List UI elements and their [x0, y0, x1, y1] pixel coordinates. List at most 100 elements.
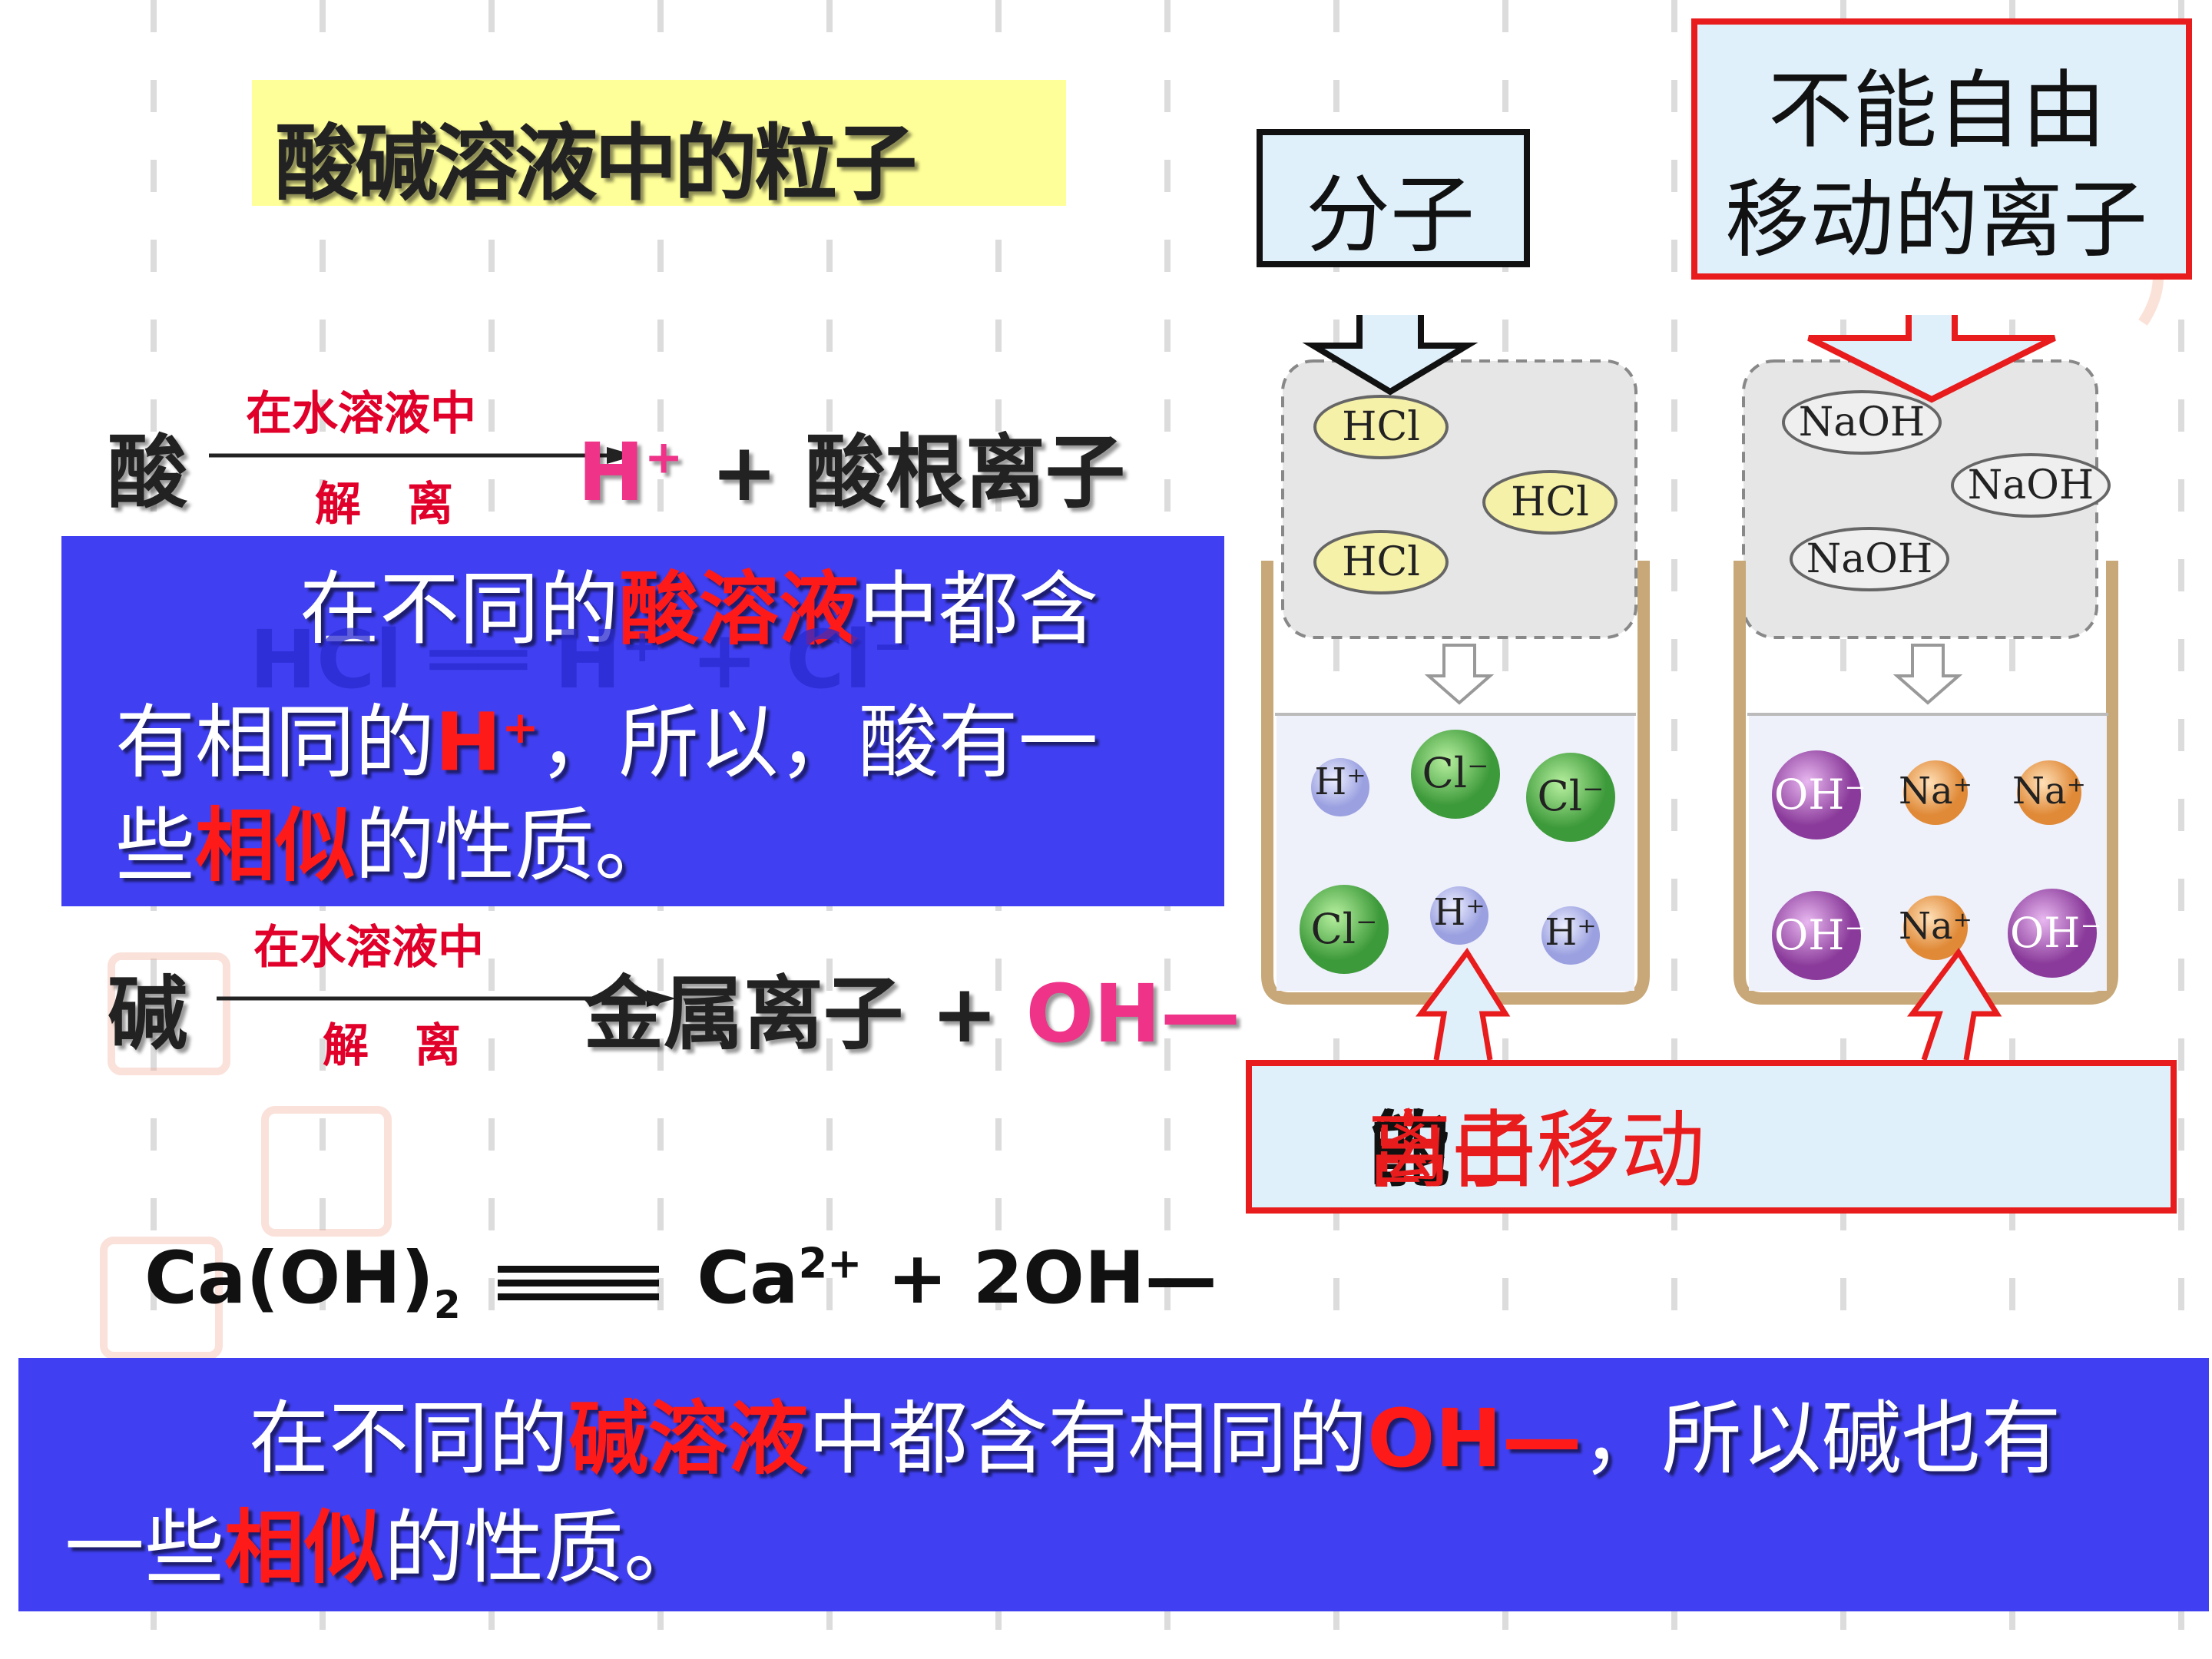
ion-label: Na⁺	[1899, 905, 1972, 948]
not-free-ions-callout: 不能自由 移动的离子	[1691, 18, 2192, 280]
ion-label: Cl⁻	[1422, 749, 1489, 797]
plus-sign: +	[683, 426, 806, 519]
free-ion-arrow-right	[1907, 947, 2002, 1061]
base-explanation-box: 在不同的碱溶液中都含有相同的OH—，所以碱也有 一些相似的性质。	[18, 1358, 2209, 1611]
ion-na	[2017, 760, 2081, 825]
ion-cl	[1411, 730, 1500, 819]
acid-line-2: 有相同的H+，所以，酸有一	[115, 670, 1098, 800]
hydroxide-ion: OH—	[1025, 967, 1241, 1061]
highlight-oh-ion: OH—	[1367, 1392, 1582, 1485]
molecule-callout-text: 分子	[1306, 166, 1475, 264]
acid-line-3: 些相似的性质。	[115, 788, 674, 903]
highlight-ions: 离子	[1367, 1101, 1536, 1200]
ion-oh	[2008, 889, 2097, 978]
highlight-h-charge: +	[502, 701, 539, 753]
ion-oh	[1772, 891, 1861, 980]
text: 在不同的	[249, 1392, 569, 1485]
molecule-naoh: NaOH	[1790, 527, 1949, 591]
ion-label: OH⁻	[2010, 909, 2102, 957]
text: 中都含	[859, 562, 1099, 656]
condition-bottom: 解 离	[315, 478, 453, 531]
ion-label: Na⁺	[1899, 770, 1972, 813]
ion-oh	[1772, 750, 1861, 839]
ion-h	[1541, 906, 1600, 965]
ion-na	[1903, 896, 1968, 960]
molecule-hcl: HCl	[1482, 470, 1618, 535]
ion-h	[1430, 886, 1488, 945]
acid-products: H+ + 酸根离子	[578, 407, 1125, 523]
text: 的性质。	[355, 799, 675, 892]
molecule-hcl: HCl	[1313, 395, 1449, 459]
ion-label: Na⁺	[2012, 770, 2086, 813]
text: ，所以，酸有一	[538, 695, 1098, 790]
condition-bottom: 解 离	[323, 1019, 461, 1073]
molecule-arrow	[1302, 315, 1479, 396]
condition-top: 在水溶液中	[246, 387, 476, 441]
base-line-2: 一些相似的性质。	[65, 1490, 704, 1605]
slide-title-banner: 酸碱溶液中的粒子	[252, 80, 1066, 212]
free-ions-callout: 能自由移动的离子	[1246, 1060, 2177, 1214]
calcium-hydroxide-equation: Ca(OH)2 Ca2+ + 2OH—	[144, 1237, 1217, 1327]
highlight-acid-solution: 酸溶液	[619, 562, 859, 656]
plus-sign: +	[903, 967, 1026, 1061]
highlight-similar: 相似	[195, 799, 356, 892]
acid-ionization-equation: 酸 在水溶液中 解 离 H+ + 酸根离子	[108, 376, 1260, 531]
not-free-ions-line-1: 不能自由	[1768, 61, 2106, 160]
not-free-ions-line-2: 移动的离子	[1725, 171, 2147, 269]
text: 的性质。	[384, 1501, 704, 1594]
acid-explanation-box: 在不同的酸溶液中都含 有相同的H+，所以，酸有一 些相似的性质。 HCl ══ …	[61, 536, 1224, 906]
calcium-ion: Ca	[697, 1237, 799, 1320]
hydrogen-ion-charge: +	[644, 430, 684, 485]
hydrogen-ion: H	[578, 426, 645, 519]
ion-cl	[1526, 753, 1615, 842]
ion-label: Cl⁻	[1310, 905, 1378, 953]
base-products: 金属离子 + OH—	[584, 949, 1240, 1065]
ion-cl	[1300, 885, 1389, 974]
ion-na	[1903, 760, 1968, 825]
not-free-ion-arrow	[1807, 315, 2056, 403]
text: 的	[1367, 1101, 1452, 1200]
text: 能	[1367, 1101, 1452, 1200]
metal-ion: 金属离子	[584, 967, 904, 1061]
text: 有相同的	[115, 695, 435, 790]
ion-label: H⁺	[1545, 911, 1597, 954]
ion-label: Cl⁻	[1537, 772, 1604, 820]
decorative-seal	[261, 1106, 392, 1237]
highlight-base-solution: 碱溶液	[568, 1392, 809, 1485]
molecule-callout: 分子	[1257, 129, 1530, 267]
hcl-equation-behind: HCl ══ H⁺ + Cl⁻	[250, 613, 915, 707]
decorative-seal	[100, 1237, 223, 1359]
acid-label: 酸	[108, 426, 188, 519]
reaction-arrow	[217, 990, 676, 1007]
reaction-arrow	[209, 447, 636, 464]
base-label: 碱	[108, 967, 188, 1061]
free-ion-arrow-left	[1416, 947, 1511, 1061]
equals-sign	[498, 1266, 660, 1301]
molecule-hcl: HCl	[1313, 530, 1449, 594]
ion-label: H⁺	[1433, 891, 1485, 934]
ion-label: OH⁻	[1774, 911, 1866, 959]
ion-h	[1311, 758, 1369, 816]
ion-label: OH⁻	[1774, 770, 1866, 819]
formula-rhs: + 2OH—	[862, 1237, 1217, 1320]
base-line-1: 在不同的碱溶液中都含有相同的OH—，所以碱也有	[249, 1381, 2061, 1496]
base-ionization-equation: 碱 在水溶液中 解 离 金属离子 + OH—	[108, 910, 1240, 1073]
condition-top: 在水溶液中	[253, 921, 484, 975]
text: 在不同的	[300, 562, 620, 656]
text: ，所以碱也有	[1581, 1392, 2061, 1485]
text: 些	[115, 799, 196, 892]
text: 一些	[65, 1501, 225, 1594]
acid-line-1: 在不同的酸溶液中都含	[300, 551, 1098, 667]
highlight-similar: 相似	[224, 1501, 385, 1594]
formula-lhs: Ca(OH)	[144, 1237, 434, 1320]
acid-radical-ion: 酸根离子	[805, 426, 1125, 519]
text: 中都含有相同的	[808, 1392, 1368, 1485]
formula-lhs-sub: 2	[433, 1282, 461, 1327]
calcium-ion-charge: 2+	[798, 1239, 863, 1288]
slide-title: 酸碱溶液中的粒子	[275, 116, 917, 212]
highlight-h-ion: H	[435, 695, 502, 790]
ion-label: H⁺	[1314, 760, 1366, 803]
molecule-naoh: NaOH	[1782, 390, 1942, 455]
molecule-naoh: NaOH	[1951, 453, 2111, 518]
highlight-free-move: 自由移动	[1367, 1101, 1705, 1200]
